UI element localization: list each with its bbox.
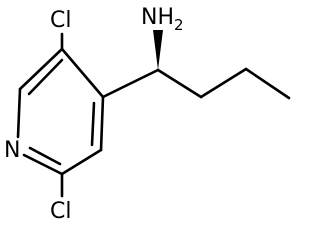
bond-c4-c3-inner xyxy=(90,101,96,147)
bond-c5-c4 xyxy=(60,47,105,99)
bond-chiral-c1 xyxy=(156,68,203,99)
atom-label-amine: NH2 xyxy=(141,5,184,34)
bond-c1-c2 xyxy=(199,67,248,99)
bond-c2-n1 xyxy=(22,153,64,176)
wedge-bond-nh2 xyxy=(153,30,163,70)
amine-main: NH xyxy=(141,5,174,30)
bond-c4-chiral xyxy=(101,68,160,99)
chemical-structure: NH2 N Cl Cl xyxy=(4,5,291,224)
bond-n1-c6 xyxy=(16,87,22,139)
bond-c6-c5 xyxy=(18,47,64,91)
bond-c2-n1-inner xyxy=(28,146,62,166)
atom-label-chlorine-top: Cl xyxy=(50,8,71,33)
amine-subscript: 2 xyxy=(174,16,184,34)
atom-label-ring-nitrogen: N xyxy=(4,138,20,163)
bond-c6-c5-inner xyxy=(27,58,64,96)
bond-c3-c2 xyxy=(60,148,103,176)
bond-c4-c3 xyxy=(99,95,105,152)
atom-label-chlorine-bottom: Cl xyxy=(50,199,71,224)
bond-c2-c3 xyxy=(244,67,291,100)
